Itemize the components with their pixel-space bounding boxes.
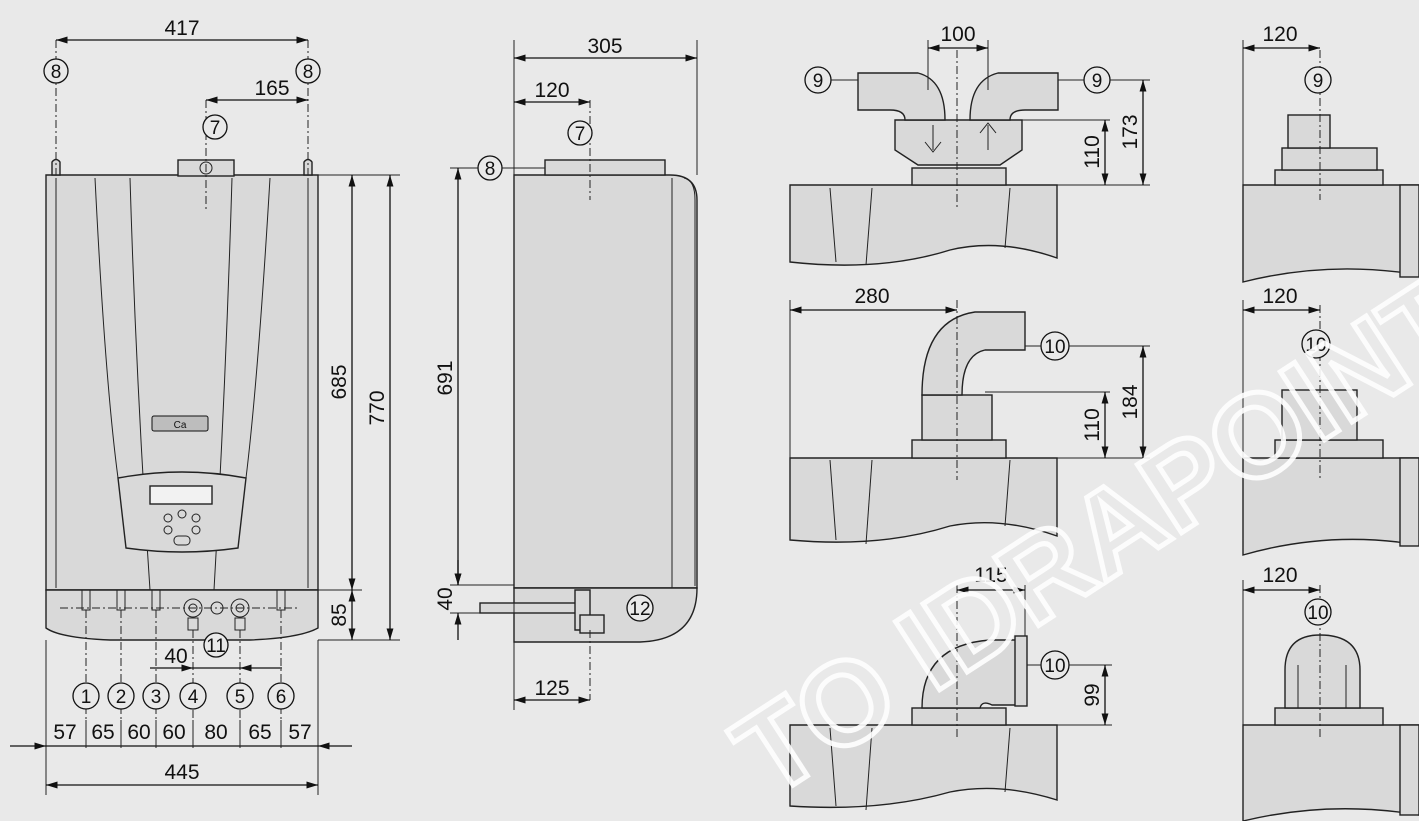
marker-twin-right: 9 bbox=[1092, 71, 1103, 92]
dim-sidekit-3-offset: 120 bbox=[1262, 564, 1297, 587]
spacing-5: 80 bbox=[204, 721, 227, 744]
dim-side-height: 691 bbox=[434, 360, 457, 395]
marker-coax-short: 10 bbox=[1044, 656, 1065, 677]
marker-hook-left: 8 bbox=[51, 62, 62, 83]
marker-sidekit-2: 10 bbox=[1305, 335, 1326, 356]
dim-side-depth-total: 305 bbox=[587, 35, 622, 58]
bottom-spacing-values: 57 65 60 60 80 65 57 bbox=[53, 720, 312, 748]
marker-sidekit-3: 10 bbox=[1307, 603, 1328, 624]
connection-marker-5: 5 bbox=[235, 687, 246, 708]
front-view: Ca 417 bbox=[10, 17, 400, 795]
spacing-7: 57 bbox=[288, 721, 311, 744]
dim-front-height-total: 770 bbox=[366, 390, 389, 425]
spacing-1: 57 bbox=[53, 721, 76, 744]
dim-front-span-top: 165 bbox=[254, 77, 289, 100]
kit-twin-pipes: 100 9 9 110 173 bbox=[789, 23, 1150, 266]
connection-marker-4: 4 bbox=[188, 687, 199, 708]
dim-front-gas-gap: 40 bbox=[164, 645, 187, 668]
kit-coaxial-tall: 280 10 110 184 bbox=[789, 285, 1150, 545]
marker-twin-left: 9 bbox=[813, 71, 824, 92]
dim-sidekit-2-offset: 120 bbox=[1262, 285, 1297, 308]
brand-logo: Ca bbox=[174, 420, 187, 431]
dim-coax-tall-height-high: 184 bbox=[1119, 384, 1142, 419]
marker-hook-side: 8 bbox=[485, 159, 496, 180]
side-view: 305 120 7 8 691 40 125 12 bbox=[434, 35, 698, 710]
marker-drain: 12 bbox=[629, 599, 650, 620]
marker-gas: 11 bbox=[206, 636, 226, 657]
marker-flue-side: 7 bbox=[575, 124, 586, 145]
dim-coax-tall-height-low: 110 bbox=[1081, 408, 1104, 441]
dim-front-width-total: 445 bbox=[164, 761, 199, 784]
dim-side-depth-bottom: 125 bbox=[534, 677, 569, 700]
dim-side-height-bottom: 40 bbox=[434, 587, 457, 610]
dim-twin-height-low: 110 bbox=[1081, 135, 1104, 168]
spacing-6: 65 bbox=[248, 721, 271, 744]
side-kits: 120 9 120 10 120 10 bbox=[1242, 23, 1419, 821]
kit-coaxial-short: 115 10 99 bbox=[789, 564, 1112, 811]
dim-side-depth-flue: 120 bbox=[534, 79, 569, 102]
marker-hook-right: 8 bbox=[303, 62, 314, 83]
dim-coax-short-height: 99 bbox=[1081, 683, 1104, 706]
spacing-4: 60 bbox=[162, 721, 185, 744]
dim-twin-height-high: 173 bbox=[1119, 114, 1142, 149]
dim-coax-short-offset: 115 bbox=[974, 564, 1007, 587]
dim-sidekit-1-offset: 120 bbox=[1262, 23, 1297, 46]
dim-front-height-bottom: 85 bbox=[328, 603, 351, 626]
connection-marker-1: 1 bbox=[81, 687, 92, 708]
dim-coax-tall-offset: 280 bbox=[854, 285, 889, 308]
spacing-3: 60 bbox=[127, 721, 150, 744]
connection-marker-6: 6 bbox=[276, 687, 287, 708]
dim-front-width-top: 417 bbox=[164, 17, 199, 40]
marker-flue-front: 7 bbox=[210, 118, 221, 139]
spacing-2: 65 bbox=[91, 721, 114, 744]
marker-sidekit-1: 9 bbox=[1313, 71, 1324, 92]
connection-markers: 1 2 3 4 5 6 bbox=[72, 682, 295, 710]
connection-marker-2: 2 bbox=[116, 687, 127, 708]
dim-front-height-body: 685 bbox=[328, 364, 351, 399]
dim-twin-spacing: 100 bbox=[940, 23, 975, 46]
marker-coax-tall: 10 bbox=[1044, 337, 1065, 358]
connection-marker-3: 3 bbox=[151, 687, 162, 708]
